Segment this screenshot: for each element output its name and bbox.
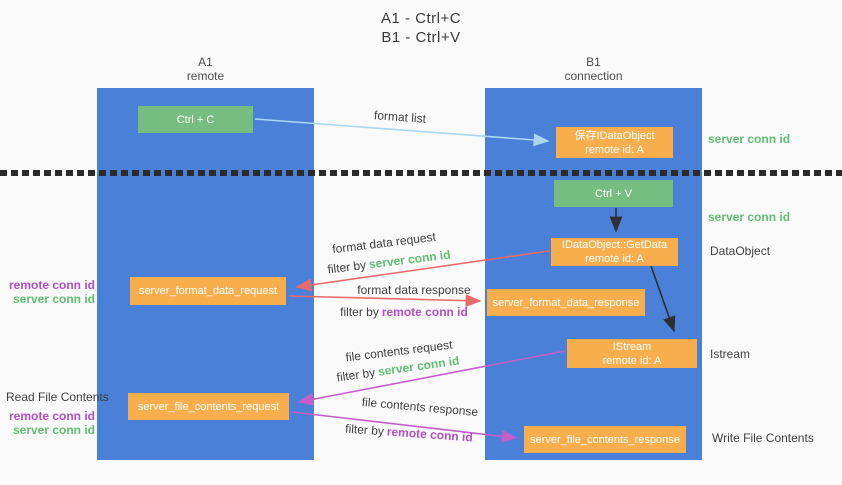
server-conn-id-text: server conn id <box>368 247 452 272</box>
istream-line1: IStream <box>612 340 652 353</box>
format-request-box: server_format_data_request <box>130 277 286 305</box>
file-request-label: server_file_contents_request <box>137 400 280 413</box>
file-contents-response-label: file contents response <box>361 394 479 420</box>
read-file-contents-note: Read File Contents <box>6 390 109 404</box>
server-conn-id-note-top: server conn id <box>708 132 791 146</box>
format-response-label: server_format_data_response <box>492 296 640 309</box>
getdata-line2: remote id: A <box>585 253 644 265</box>
file-response-label: server_file_contents_response <box>530 433 680 446</box>
file-request-conn-ids-note: remote conn id server conn id <box>5 409 95 437</box>
ctrl-c-box: Ctrl + C <box>138 106 253 133</box>
remote-conn-id-text: remote conn id <box>386 424 474 445</box>
diagram-title: A1 - Ctrl+C B1 - Ctrl+V <box>0 9 842 47</box>
ctrl-c-label: Ctrl + C <box>176 113 215 126</box>
server-conn-id-text: server conn id <box>12 292 95 306</box>
save-dataobject-line1: 保存IDataObject <box>574 129 655 142</box>
remote-conn-id-text: remote conn id <box>8 409 95 423</box>
lifeline-a1-role: remote <box>186 69 225 83</box>
ctrl-v-box: Ctrl + V <box>554 180 673 207</box>
istream-line2: remote id: A <box>602 354 662 367</box>
getdata-line1: IDataObject::GetData <box>561 239 668 251</box>
save-dataobject-box: 保存IDataObject remote id: A <box>556 127 673 158</box>
lifeline-a1-name: A1 <box>198 55 213 69</box>
file-response-box: server_file_contents_response <box>524 426 686 453</box>
format-list-label: format list <box>373 108 427 126</box>
title-line-2: B1 - Ctrl+V <box>381 29 461 46</box>
istream-note: Istream <box>710 347 751 361</box>
dataobject-note: DataObject <box>710 244 771 258</box>
format-response-box: server_format_data_response <box>487 289 645 316</box>
title-line-1: A1 - Ctrl+C <box>380 10 462 27</box>
lifeline-header-b1: B1 connection <box>485 55 702 83</box>
getdata-box: IDataObject::GetData remote id: A <box>551 238 678 266</box>
file-request-box: server_file_contents_request <box>128 393 289 420</box>
istream-box: IStream remote id: A <box>567 339 697 368</box>
server-conn-id-note-mid: server conn id <box>708 210 791 224</box>
filter-by-text: filter by <box>335 365 377 385</box>
format-request-conn-ids-note: remote conn id server conn id <box>5 278 95 306</box>
filter-by-text: filter by <box>340 305 379 319</box>
ctrl-v-label: Ctrl + V <box>595 187 632 200</box>
format-data-response-label: format data response <box>357 283 471 297</box>
filter-by-text: filter by <box>344 421 385 439</box>
write-file-contents-note: Write File Contents <box>712 431 814 445</box>
lifeline-b1-name: B1 <box>586 55 601 69</box>
lifeline-b1-role: connection <box>564 69 623 83</box>
lifeline-header-a1: A1 remote <box>97 55 314 83</box>
remote-conn-id-text: remote conn id <box>381 305 468 319</box>
save-dataobject-line2: remote id: A <box>585 143 644 156</box>
filter-by-text: filter by <box>326 257 367 277</box>
format-request-label: server_format_data_request <box>138 285 278 297</box>
machine-boundary-dotted-line <box>0 170 842 176</box>
remote-conn-id-text: remote conn id <box>8 278 95 292</box>
server-conn-id-text: server conn id <box>12 423 95 437</box>
